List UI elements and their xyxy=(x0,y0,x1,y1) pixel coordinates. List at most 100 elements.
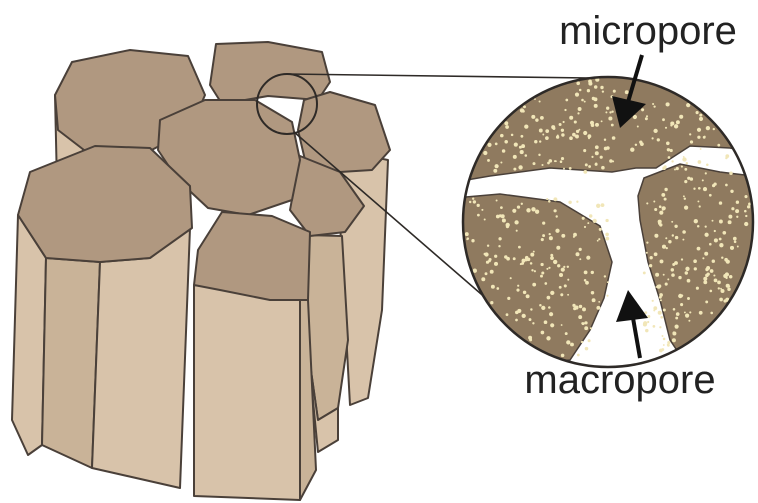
magnified-view xyxy=(455,60,758,370)
grain xyxy=(654,234,658,238)
grain xyxy=(696,287,699,290)
grain xyxy=(698,160,702,164)
grain xyxy=(556,215,558,217)
grain xyxy=(553,260,557,264)
grain xyxy=(541,331,545,335)
grain xyxy=(502,218,506,222)
grain xyxy=(534,140,537,143)
grain xyxy=(596,204,600,208)
grain xyxy=(569,116,573,120)
grain xyxy=(514,220,518,224)
grain xyxy=(502,149,506,153)
grain xyxy=(481,209,483,211)
grain xyxy=(465,232,469,236)
grain xyxy=(681,166,683,168)
grain xyxy=(561,268,565,272)
grain xyxy=(561,133,564,136)
grain xyxy=(514,143,518,147)
grain xyxy=(671,160,673,162)
grain xyxy=(560,160,563,163)
grain xyxy=(643,271,646,274)
grain xyxy=(530,253,534,257)
grain xyxy=(652,137,654,139)
grain xyxy=(520,108,524,112)
grain xyxy=(517,205,520,208)
grain xyxy=(659,349,663,353)
grain xyxy=(747,205,750,208)
grain xyxy=(706,163,709,166)
grain xyxy=(533,251,535,253)
grain xyxy=(553,209,556,212)
grain xyxy=(703,277,707,281)
grain xyxy=(705,300,708,303)
grain xyxy=(682,157,686,161)
grain xyxy=(588,339,591,342)
grain xyxy=(505,125,509,129)
grain xyxy=(511,134,514,137)
grain xyxy=(493,169,497,173)
grain xyxy=(737,246,739,248)
grain xyxy=(725,157,727,159)
grain xyxy=(550,256,554,260)
grain xyxy=(696,111,699,114)
grain xyxy=(671,268,674,271)
grain xyxy=(496,215,500,219)
grain xyxy=(664,165,667,168)
grain xyxy=(515,319,518,322)
grain xyxy=(578,107,582,111)
grain xyxy=(662,245,666,249)
grain xyxy=(649,264,652,267)
grain xyxy=(565,99,568,102)
grain xyxy=(595,163,598,166)
grain xyxy=(525,154,528,157)
grain xyxy=(523,105,526,108)
grain xyxy=(675,325,679,329)
grain xyxy=(713,182,716,185)
grain xyxy=(576,201,578,203)
grain xyxy=(647,321,649,323)
grain xyxy=(714,279,718,283)
grain xyxy=(698,187,701,190)
grain xyxy=(646,252,648,254)
grain xyxy=(576,82,580,86)
grain xyxy=(697,136,700,139)
grain xyxy=(719,220,723,224)
grain xyxy=(685,267,689,271)
grain xyxy=(601,120,603,122)
grain xyxy=(674,261,678,265)
grain xyxy=(526,208,530,212)
grain xyxy=(714,238,718,242)
grain xyxy=(584,279,587,282)
grain xyxy=(559,273,563,277)
grain xyxy=(643,321,647,325)
grain xyxy=(666,102,670,106)
grain xyxy=(579,89,582,92)
grain xyxy=(592,298,596,302)
grain xyxy=(582,307,586,311)
grain xyxy=(612,136,616,140)
grain xyxy=(665,283,668,286)
grain xyxy=(532,322,534,324)
grain xyxy=(500,134,504,138)
grain xyxy=(653,129,657,133)
grain xyxy=(670,124,672,126)
grain xyxy=(684,311,686,313)
grain xyxy=(675,236,678,239)
grain xyxy=(599,228,602,231)
grain xyxy=(609,111,611,113)
grain xyxy=(567,266,569,268)
grain xyxy=(730,190,733,193)
grain xyxy=(567,279,569,281)
grain xyxy=(700,148,702,150)
grain xyxy=(561,129,564,132)
grain xyxy=(568,201,571,204)
grain xyxy=(584,326,588,330)
grain xyxy=(697,225,700,228)
grain xyxy=(527,258,530,261)
grain xyxy=(541,306,545,310)
grain xyxy=(541,164,543,166)
grain xyxy=(494,262,498,266)
grain xyxy=(500,206,503,209)
grain xyxy=(719,243,723,247)
grain xyxy=(693,188,695,190)
